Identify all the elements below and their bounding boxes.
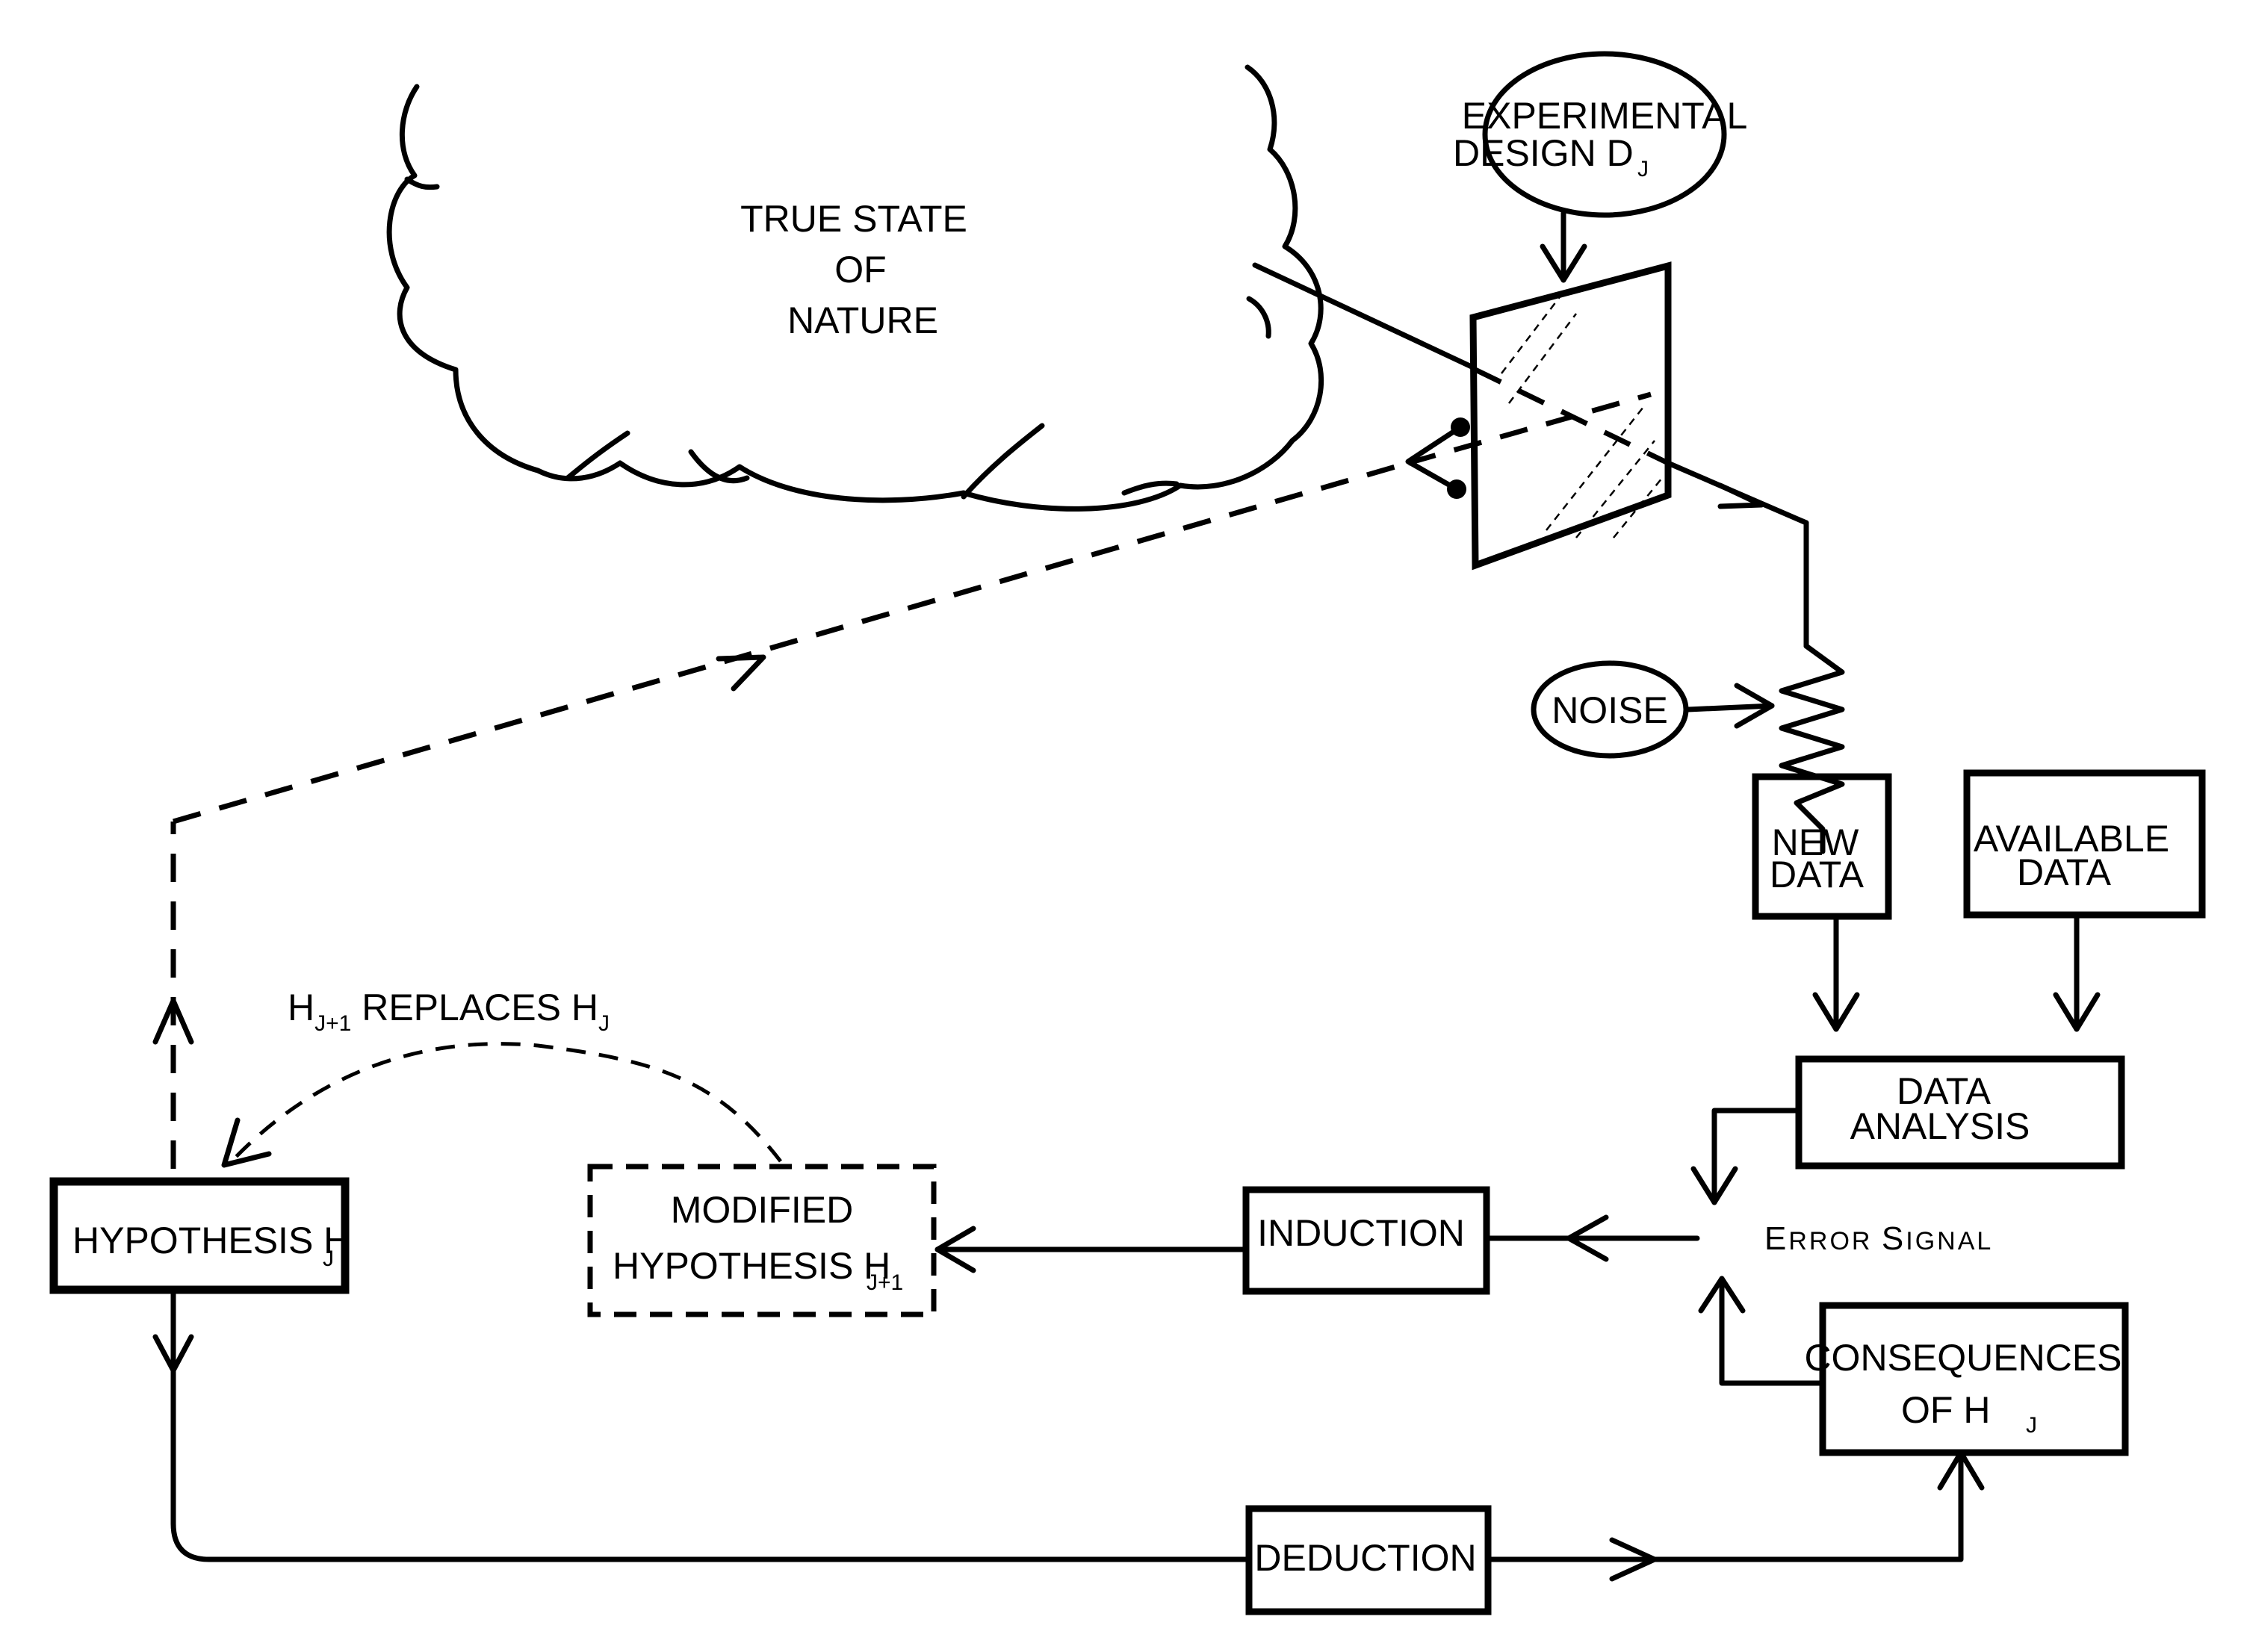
modified-hypothesis-box: [587, 1164, 937, 1317]
hypothesis-label: HYPOTHESIS H: [72, 1220, 350, 1261]
data-analysis-line2: ANALYSIS: [1850, 1105, 2030, 1147]
new-data-node: NEW DATA: [1752, 773, 1892, 1032]
deduction-to-consequences-line: [1485, 1450, 1964, 1562]
available-data-arrowhead: [2053, 992, 2101, 1032]
new-data-line1: NEW: [1772, 822, 1859, 863]
true-state-of-nature-cloud: TRUE STATE OF NATURE: [386, 64, 1324, 512]
plate-hatch-1: [1501, 294, 1562, 374]
hypothesis-subscript: J: [323, 1246, 334, 1271]
noise-arrowhead: [1734, 683, 1775, 729]
experimental-design-line1: EXPERIMENTAL: [1462, 95, 1748, 137]
noise-label: NOISE: [1552, 689, 1668, 731]
modified-hypothesis-subscript: J+1: [867, 1270, 903, 1295]
replaces-label: HJ+1 REPLACES HJ: [288, 987, 610, 1036]
available-data-box: [1963, 769, 2206, 919]
induction-label: INDUCTION: [1257, 1212, 1465, 1254]
consequences-line1: CONSEQUENCES: [1804, 1337, 2121, 1379]
cloud-scallop-5: [1246, 296, 1271, 339]
hypothesis-down-arrowhead: [152, 1334, 194, 1373]
new-data-arrowhead: [1812, 992, 1860, 1032]
design-to-plate-arrowhead: [1540, 243, 1587, 283]
available-data-node: AVAILABLE DATA: [1963, 769, 2206, 1032]
analysis-to-error-line: [1711, 1108, 1802, 1205]
experimental-design-ellipse: [1482, 51, 1727, 218]
deduction-label: DEDUCTION: [1254, 1537, 1476, 1579]
plate-dashed-extension: [1407, 391, 1652, 466]
true-state-label-line2: OF: [834, 249, 886, 291]
cloud-scallop-6: [404, 176, 440, 190]
available-data-line1: AVAILABLE: [1974, 818, 2169, 860]
induction-node: INDUCTION: [934, 1186, 1700, 1295]
analysis-to-error-arrowhead: [1690, 1166, 1738, 1205]
plate-hatch-4: [1575, 440, 1655, 538]
modified-hypothesis-line1: MODIFIED: [671, 1189, 853, 1231]
data-analysis-line1: DATA: [1897, 1070, 1992, 1112]
induction-to-modified-arrowhead: [934, 1226, 976, 1273]
true-state-label-line1: TRUE STATE: [740, 198, 967, 240]
experimental-design-line2: DESIGN D: [1453, 132, 1634, 174]
hypothesis-to-plate-dashed: [173, 460, 1409, 825]
consequences-node: CONSEQUENCES OF H J: [1698, 1276, 2129, 1456]
hypothesis-to-deduction-line: [170, 1521, 1250, 1562]
hypothesis-to-design-path: [152, 391, 1652, 1169]
noise-node: NOISE: [1531, 660, 1775, 759]
cloud-scallop-4: [1121, 480, 1180, 496]
replaces-dashed-curve: [230, 1042, 782, 1163]
experimental-design-node: EXPERIMENTAL DESIGN D J: [1453, 51, 1748, 283]
ray-arrowhead: [1717, 482, 1764, 509]
new-data-box: [1752, 773, 1892, 920]
hypothesis-box: [49, 1177, 350, 1294]
true-state-label-line3: NATURE: [787, 299, 938, 341]
hypothesis-to-plate-arrowhead: [716, 654, 766, 692]
consequences-box: [1819, 1302, 2129, 1456]
available-data-line2: DATA: [2017, 851, 2112, 893]
error-signal-label: ERROR SIGNAL: [1764, 1220, 1993, 1257]
cloud-scallop-3: [961, 423, 1045, 500]
hypothesis-node: HYPOTHESIS H J: [49, 1177, 350, 1294]
plate-hatch-2: [1508, 313, 1577, 404]
replaces-annotation: HJ+1 REPLACES HJ: [221, 987, 782, 1168]
error-to-induction-arrowhead: [1566, 1214, 1609, 1262]
cloud-outline: [386, 64, 1324, 512]
replaces-arrowhead: [221, 1117, 272, 1168]
consequences-up-arrowhead: [1937, 1450, 1985, 1491]
ray-into-plate: [1252, 262, 1476, 370]
hypothesis-up-arrowhead: [152, 998, 194, 1045]
induction-box: [1242, 1186, 1490, 1295]
data-analysis-node: DATA ANALYSIS: [1690, 1055, 2125, 1205]
experiment-plate-outline: [1469, 261, 1672, 571]
noise-to-channel-line: [1685, 703, 1775, 712]
new-data-line2: DATA: [1770, 854, 1865, 895]
experimental-design-subscript: J: [1637, 157, 1649, 181]
deduction-path: DEDUCTION: [152, 1289, 1985, 1615]
cloud-scallop-1: [565, 430, 630, 481]
consequences-to-error-arrowhead: [1698, 1276, 1746, 1314]
cloud-scallop-2: [688, 449, 750, 484]
experiment-plate: [1405, 261, 1672, 571]
deduction-arrowhead: [1609, 1537, 1658, 1582]
consequences-subscript: J: [2026, 1413, 2037, 1438]
signal-ray: [1252, 262, 1845, 854]
error-signal-node: ERROR SIGNAL: [1764, 1220, 1993, 1257]
noise-zigzag: [1779, 643, 1845, 854]
consequences-to-error-line: [1719, 1276, 1826, 1386]
modified-hypothesis-line2: HYPOTHESIS H: [613, 1245, 890, 1287]
modified-hypothesis-node: MODIFIED HYPOTHESIS H J+1: [587, 1164, 937, 1317]
consequences-line2: OF H: [1901, 1389, 1990, 1431]
